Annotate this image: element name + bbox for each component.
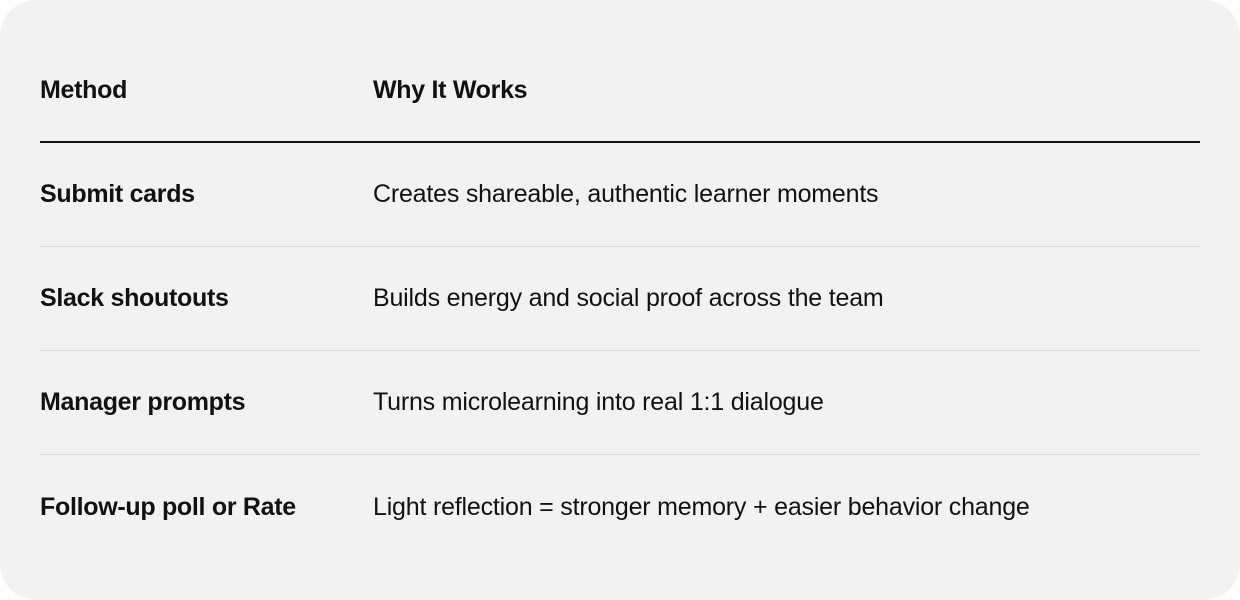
table-row: Submit cards Creates shareable, authenti… xyxy=(40,143,1200,247)
method-cell: Manager prompts xyxy=(40,388,246,416)
why-cell: Turns microlearning into real 1:1 dialog… xyxy=(373,388,824,416)
why-cell: Creates shareable, authentic learner mom… xyxy=(373,180,879,208)
table-row: Follow-up poll or Rate Light reflection … xyxy=(40,455,1200,559)
column-header-method: Method xyxy=(40,76,128,104)
why-cell: Builds energy and social proof across th… xyxy=(373,284,884,312)
method-cell: Follow-up poll or Rate xyxy=(40,492,296,521)
why-cell: Light reflection = stronger memory + eas… xyxy=(373,492,1030,521)
table-row: Slack shoutouts Builds energy and social… xyxy=(40,247,1200,351)
method-cell: Slack shoutouts xyxy=(40,284,229,312)
column-header-why-it-works: Why It Works xyxy=(373,76,528,104)
method-cell: Submit cards xyxy=(40,180,195,208)
table-row: Manager prompts Turns microlearning into… xyxy=(40,351,1200,455)
methods-table: Method Why It Works Submit cards Creates… xyxy=(40,40,1200,559)
table-header: Method Why It Works xyxy=(40,40,1200,143)
